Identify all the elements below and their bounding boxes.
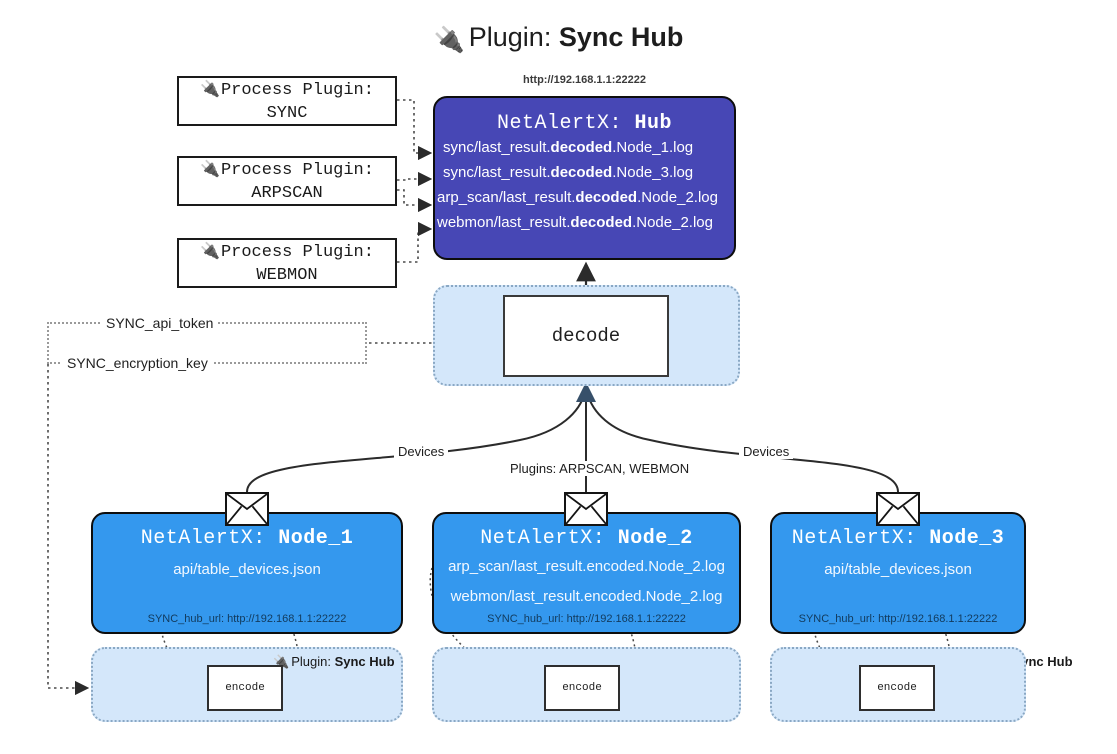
- plug-icon: 🔌: [200, 242, 220, 260]
- process-plugin-name: SYNC: [266, 103, 308, 123]
- encode-box[interactable]: encode: [544, 665, 620, 711]
- title-prefix: Plugin:: [468, 22, 552, 52]
- process-plugin-label: Process Plugin:: [220, 80, 374, 100]
- process-plugin-webmon[interactable]: 🔌Process Plugin: WEBMON: [177, 238, 397, 288]
- title-name: Sync Hub: [558, 22, 684, 52]
- node-line: webmon/last_result.encoded.Node_2.log: [450, 588, 723, 605]
- process-plugin-arpscan[interactable]: 🔌Process Plugin: ARPSCAN: [177, 156, 397, 206]
- node-header: NetAlertX: Node_2: [480, 527, 693, 550]
- hub-log-line: sync/last_result.decoded.Node_1.log: [443, 139, 694, 156]
- hub-log-line: sync/last_result.decoded.Node_3.log: [443, 164, 694, 181]
- plugin-zone-caption: 🔌Plugin: Sync Hub: [273, 654, 395, 669]
- hub-node[interactable]: NetAlertX: Hub sync/last_result.decoded.…: [433, 96, 736, 260]
- node-header: NetAlertX: Node_3: [791, 527, 1005, 550]
- node-line: arp_scan/last_result.encoded.Node_2.log: [448, 558, 725, 575]
- node-3[interactable]: NetAlertX: Node_3 api/table_devices.json…: [770, 512, 1026, 634]
- node-footer: SYNC_hub_url: http://192.168.1.1:22222: [147, 613, 347, 625]
- hub-log-line: arp_scan/last_result.decoded.Node_2.log: [437, 189, 718, 206]
- plug-icon: 🔌: [433, 26, 465, 54]
- plug-icon: 🔌: [200, 80, 220, 98]
- sync-encryption-key-label: SYNC_encryption_key: [62, 355, 213, 371]
- node-2[interactable]: NetAlertX: Node_2 arp_scan/last_result.e…: [432, 512, 741, 634]
- edge-label-devices-right: Devices: [739, 444, 794, 459]
- hub-header: NetAlertX: Hub: [435, 112, 734, 135]
- hub-log-line: webmon/last_result.decoded.Node_2.log: [437, 214, 713, 231]
- node-line: api/table_devices.json: [173, 561, 321, 578]
- edge-label-devices-left: Devices: [394, 444, 449, 459]
- process-plugin-label: Process Plugin:: [220, 160, 374, 180]
- node-line: api/table_devices.json: [824, 561, 972, 578]
- process-plugin-name: WEBMON: [256, 265, 318, 285]
- hub-prefix: NetAlertX:: [496, 112, 622, 135]
- edge-label-plugins: Plugins: ARPSCAN, WEBMON: [506, 461, 694, 476]
- node-footer: SYNC_hub_url: http://192.168.1.1:22222: [487, 613, 686, 625]
- encode-box[interactable]: encode: [859, 665, 935, 711]
- encode-box[interactable]: encode: [207, 665, 283, 711]
- page-title: 🔌Plugin: Sync Hub: [0, 16, 1117, 61]
- envelope-icon: [564, 492, 608, 526]
- process-plugin-label: Process Plugin:: [220, 242, 374, 262]
- hub-name: Hub: [634, 112, 673, 135]
- node-1[interactable]: NetAlertX: Node_1 api/table_devices.json…: [91, 512, 403, 634]
- process-plugin-name: ARPSCAN: [251, 183, 323, 203]
- node-header: NetAlertX: Node_1: [140, 527, 354, 550]
- envelope-icon: [876, 492, 920, 526]
- hub-url-label: http://192.168.1.1:22222: [523, 74, 646, 86]
- sync-api-token-label: SYNC_api_token: [101, 315, 219, 331]
- node-footer: SYNC_hub_url: http://192.168.1.1:22222: [798, 613, 998, 625]
- process-plugin-sync[interactable]: 🔌Process Plugin: SYNC: [177, 76, 397, 126]
- plug-icon: 🔌: [200, 160, 220, 178]
- envelope-icon: [225, 492, 269, 526]
- decode-box[interactable]: decode: [503, 295, 669, 377]
